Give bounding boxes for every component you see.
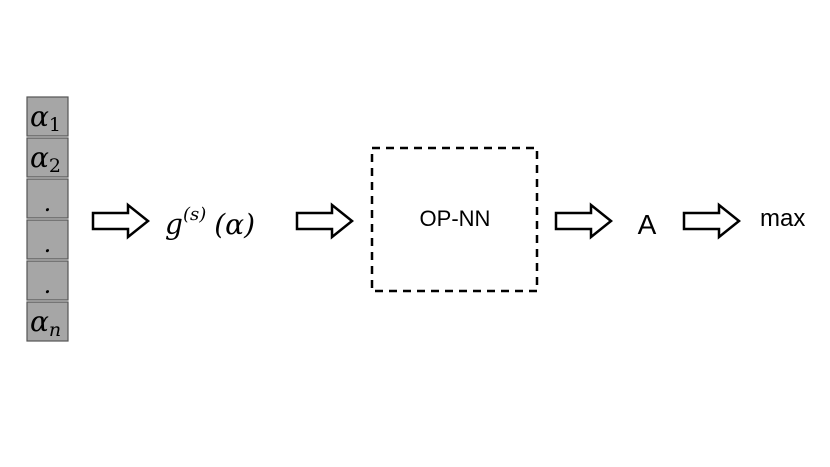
vector-cell-label: .: [44, 189, 52, 217]
arrow-3: [554, 202, 614, 240]
vector-cell-label: α2: [30, 141, 61, 177]
arrow-4: [682, 202, 742, 240]
input-vector: α1 α2... αn: [26, 96, 69, 342]
vector-cell: [26, 301, 69, 342]
arrow-2: [295, 202, 355, 240]
vector-cell: [26, 96, 69, 137]
vector-cell-label: .: [44, 230, 52, 258]
vector-cell-label: α1: [30, 100, 61, 136]
vector-cell: [26, 137, 69, 178]
vector-cell-label: .: [44, 271, 52, 299]
op-nn-label: OP-NN: [420, 206, 491, 231]
transform-label: g(s)(α): [165, 204, 255, 241]
vector-cell: [26, 260, 69, 301]
vector-cell: [26, 219, 69, 260]
vector-cell: [26, 178, 69, 219]
output-label: A: [638, 209, 657, 240]
vector-cell-label: αn: [30, 305, 61, 341]
arrow-1: [91, 202, 151, 240]
max-label: max: [760, 205, 805, 232]
